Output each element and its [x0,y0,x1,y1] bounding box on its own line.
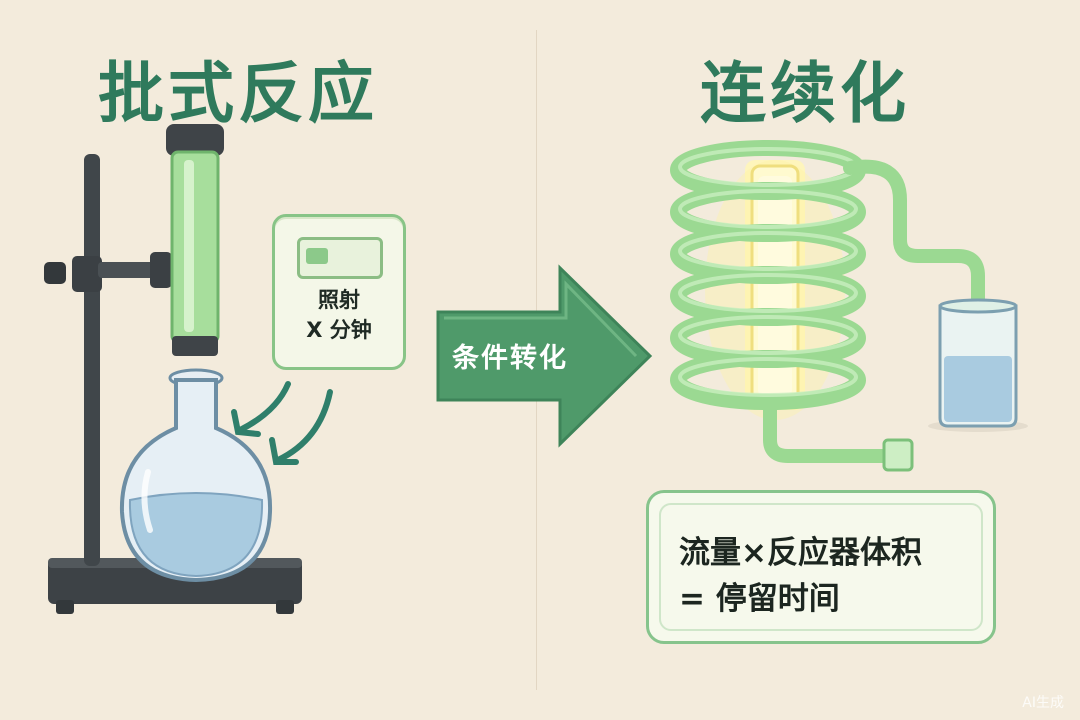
round-bottom-flask-icon [119,368,273,583]
formula-line-1: 流量×反应器体积 [679,535,922,571]
formula-line-2: = 停留时间 [679,581,840,617]
photoreactor-lamp-icon [166,124,224,356]
coil-reactor-icon [670,140,985,472]
conversion-arrow [436,264,653,448]
retort-stand-icon [44,154,302,614]
collection-beaker-icon [928,298,1028,432]
timer-line-1: 照射 [318,288,360,312]
formula-card-inner [659,503,983,631]
timer-line-2: X 分钟 [306,318,372,342]
arrow-label: 条件转化 [452,343,568,374]
continuous-title: 连续化 [700,55,910,132]
timer-card: 照射 X 分钟 [272,214,406,370]
timer-display [297,237,383,279]
irradiation-arrows [231,381,333,465]
formula-card: 流量×反应器体积 = 停留时间 [646,490,996,644]
batch-title: 批式反应 [98,55,378,132]
watermark: AI生成 [1022,695,1064,711]
timer-display-fill [306,248,328,264]
timer-text: 照射 X 分钟 [275,285,403,345]
